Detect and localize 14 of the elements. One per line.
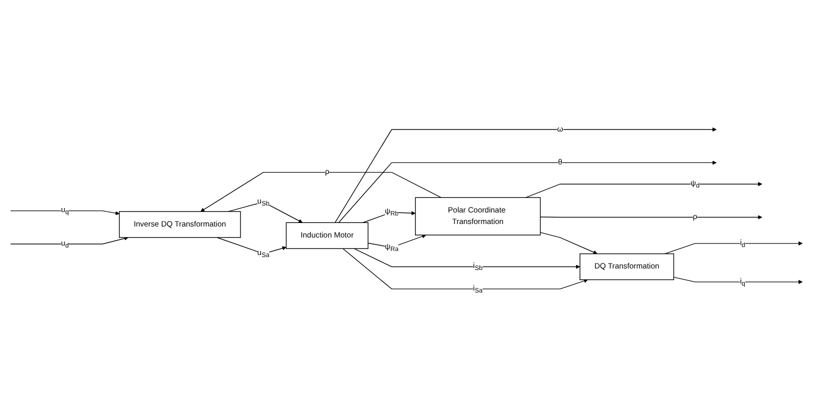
arrow	[10, 210, 120, 216]
arrow	[540, 215, 762, 220]
arrow	[338, 160, 717, 223]
arrow	[540, 232, 598, 254]
arrow	[673, 276, 803, 284]
arrow	[216, 237, 286, 254]
arrow	[200, 172, 442, 212]
arrow	[342, 248, 588, 290]
arrow	[334, 127, 717, 223]
arrow	[354, 248, 580, 269]
arrow	[368, 234, 426, 248]
arrow	[664, 241, 803, 254]
arrow	[525, 182, 762, 198]
arrow	[10, 236, 128, 244]
